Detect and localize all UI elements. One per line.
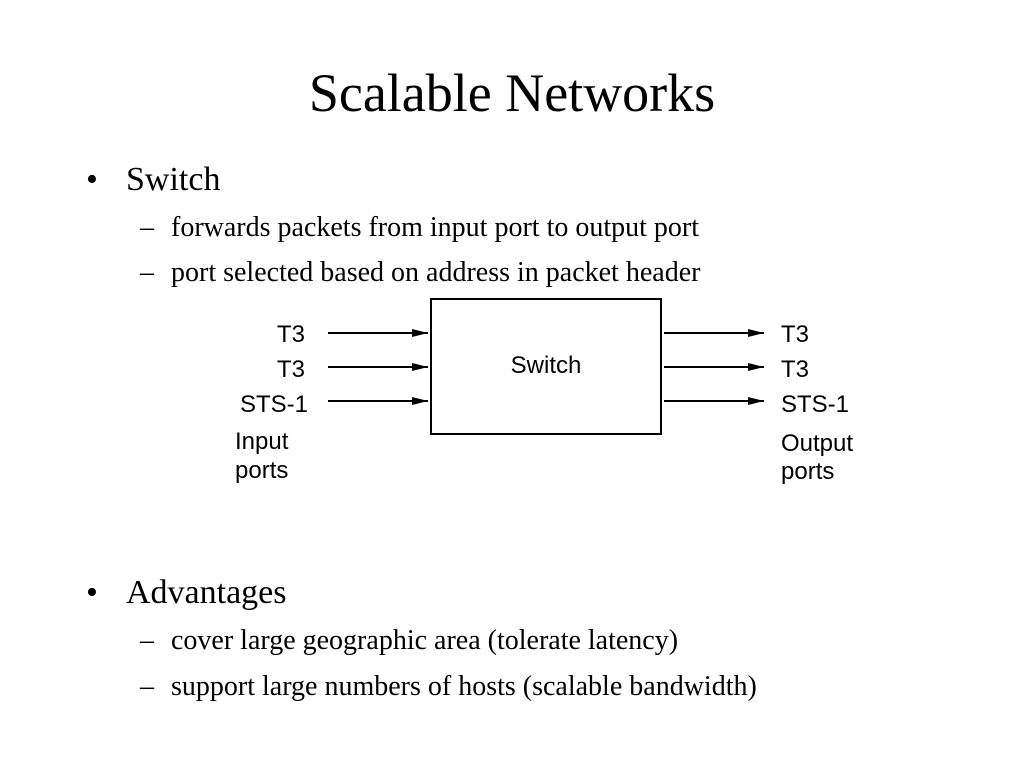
sub-bullet-text: forwards packets from input port to outp…	[171, 212, 700, 243]
sub-bullet-mark: –	[140, 257, 154, 288]
bullet-mark: •	[86, 574, 98, 611]
input-ports-caption: Input	[235, 428, 289, 455]
output-port-label: T3	[781, 356, 809, 383]
input-ports-caption: ports	[235, 457, 288, 484]
sub-bullet-text: support large numbers of hosts (scalable…	[171, 671, 757, 702]
output-ports-caption: Output	[781, 430, 853, 457]
switch-box-label: Switch	[511, 352, 582, 379]
input-port-label: T3	[277, 356, 305, 383]
bullet-text: Switch	[126, 161, 221, 198]
slide-title: Scalable Networks	[308, 63, 716, 123]
sub-bullet-text: cover large geographic area (tolerate la…	[171, 625, 679, 656]
sub-bullet-mark: –	[140, 671, 154, 702]
sub-bullet-mark: –	[140, 625, 154, 656]
sub-bullet-text: port selected based on address in packet…	[171, 257, 701, 288]
bullet-text: Advantages	[126, 574, 287, 611]
input-port-label: STS-1	[240, 391, 308, 418]
output-port-label: STS-1	[781, 391, 849, 418]
input-port-label: T3	[277, 321, 305, 348]
output-port-label: T3	[781, 321, 809, 348]
bullet-mark: •	[86, 161, 98, 198]
output-ports-caption: ports	[781, 458, 834, 485]
sub-bullet-mark: –	[140, 212, 154, 243]
switch-box	[430, 298, 662, 435]
